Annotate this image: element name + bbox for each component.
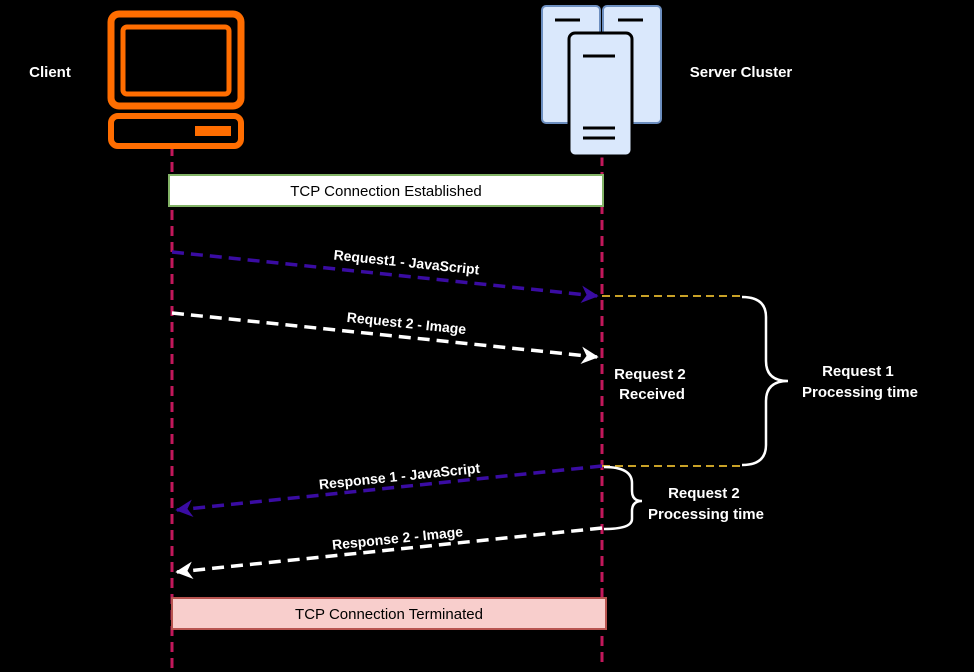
request1-processing-label: Request 1 Processing time (802, 363, 918, 401)
connection-established-box (168, 174, 604, 207)
server-cluster-icon (541, 5, 662, 158)
request1-processing-brace (741, 295, 789, 467)
request2-arrow (171, 311, 599, 365)
response1-arrow (175, 464, 603, 518)
response1-label: Response 1 - JavaScript (318, 460, 481, 493)
response2-arrow (175, 526, 603, 580)
connection-terminated-label: TCP Connection Terminated (295, 606, 483, 623)
server-label: Server Cluster (690, 64, 793, 81)
connection-established-label: TCP Connection Established (290, 183, 482, 200)
request1-label: Request1 - JavaScript (333, 247, 480, 278)
computer-monitor-icon (107, 10, 245, 149)
request2-received-label: Request 2 Received (614, 366, 690, 403)
response2-label: Response 2 - Image (331, 523, 464, 552)
request2-processing-label: Request 2 Processing time (648, 485, 764, 523)
connection-terminated-box (171, 597, 607, 630)
request1-arrow (171, 250, 599, 304)
client-label: Client (29, 64, 71, 81)
request2-processing-brace (603, 465, 643, 531)
